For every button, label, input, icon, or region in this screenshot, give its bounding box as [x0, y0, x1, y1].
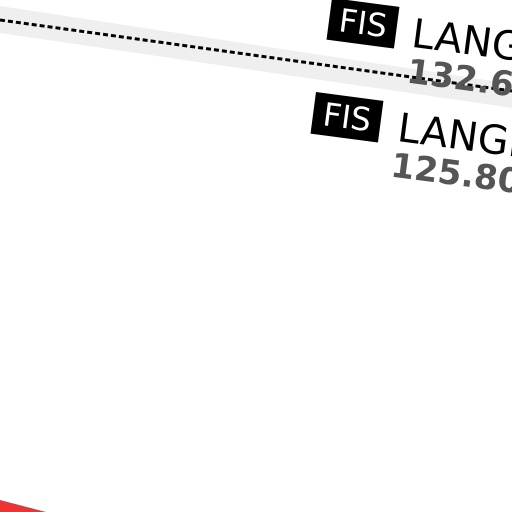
route-line	[0, 500, 46, 512]
fir-boundary-line	[0, 18, 512, 93]
fis-badge: FIS	[310, 92, 384, 143]
